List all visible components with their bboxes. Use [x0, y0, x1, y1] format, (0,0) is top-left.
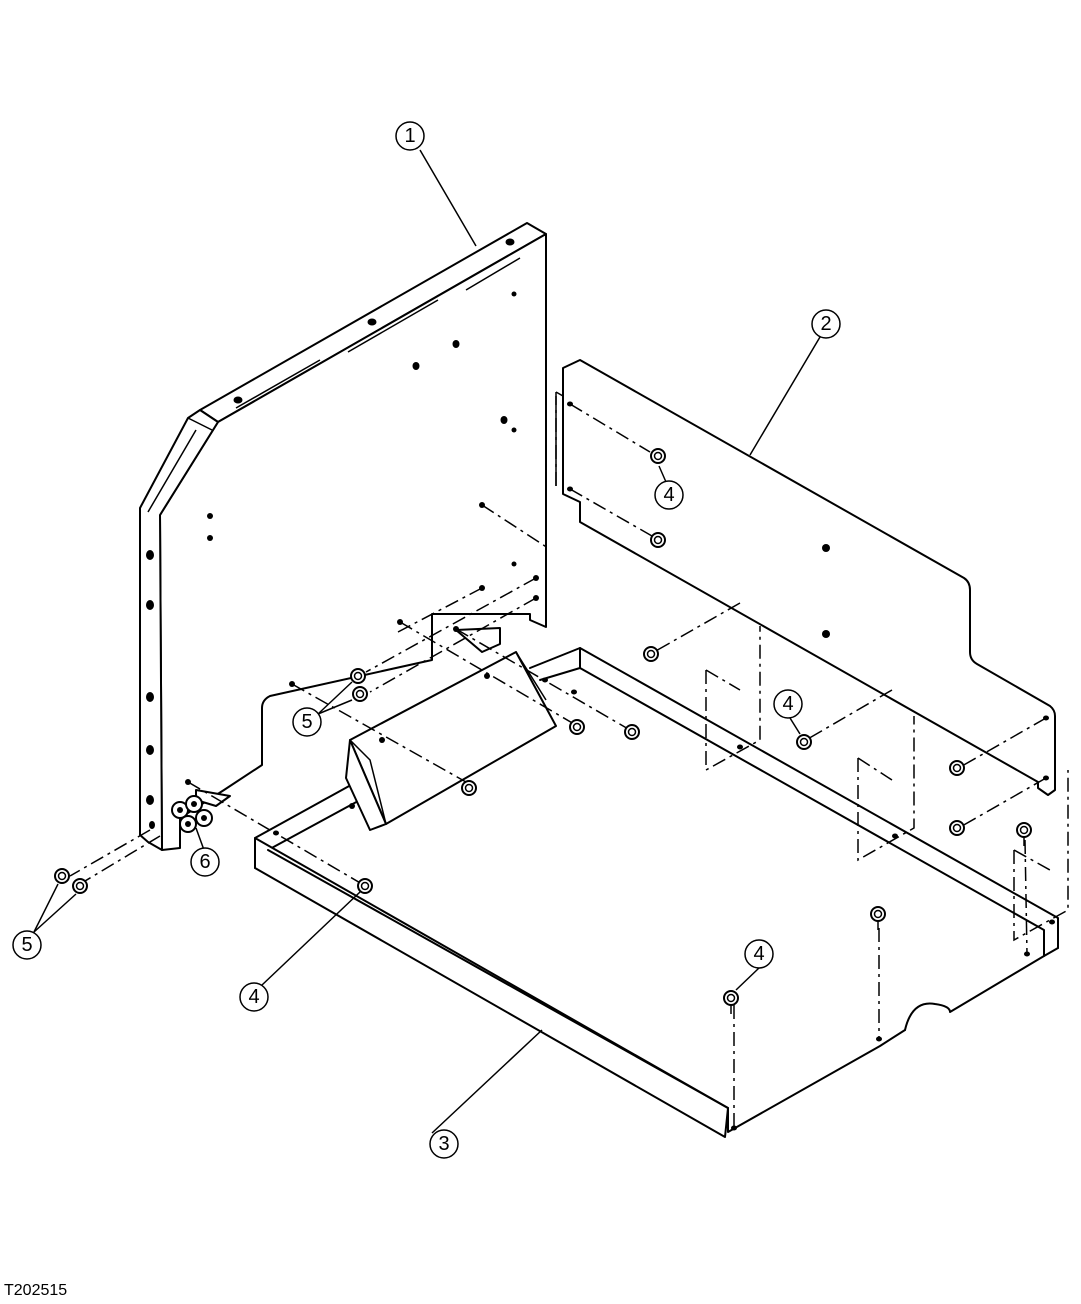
bolts [54, 448, 1032, 1014]
callout-5-lower: 5 [12, 930, 42, 960]
bolt-4-panel2-right-lower [949, 820, 965, 836]
bolt-4-bracket-left [569, 719, 585, 735]
callout-4-middle-label: 4 [782, 693, 793, 715]
bolt-4-panel2-mid [643, 646, 659, 662]
callout-4-lower-right-label: 4 [753, 943, 764, 965]
bolt-4-tray-right [1016, 822, 1032, 846]
callout-5-lower-label: 5 [21, 934, 32, 956]
assembly-lines [69, 396, 1069, 1128]
callout-2: 2 [811, 309, 841, 339]
callout-3: 3 [429, 1129, 459, 1159]
bolt-4-panel2-upper [650, 448, 666, 464]
bolt-4-tray-bottom [723, 990, 739, 1014]
left-panel-part-1 [139, 222, 547, 851]
callout-4-lower-left: 4 [239, 982, 269, 1012]
callout-4-upper: 4 [654, 480, 684, 510]
figure-id: T202515 [4, 1282, 68, 1299]
bolt-4-panel2-right-upper [949, 760, 965, 776]
callout-1-label: 1 [404, 125, 415, 147]
callout-3-label: 3 [438, 1133, 449, 1155]
callout-4-lower-left-label: 4 [248, 986, 259, 1008]
bolt-5-upper-a [350, 668, 366, 684]
callout-6: 6 [190, 847, 220, 877]
callout-5-upper: 5 [292, 707, 322, 737]
bolt-4-panel2-center [796, 734, 812, 750]
callout-6-label: 6 [199, 851, 210, 873]
washer-stack-part-6 [171, 795, 213, 833]
bottom-tray-part-3 [254, 647, 1059, 1138]
bolt-5-upper-b [352, 686, 368, 702]
bolt-5-lower-b [72, 878, 88, 894]
callout-1: 1 [395, 121, 425, 151]
center-bracket [195, 627, 557, 831]
bolt-4-bracket-right [624, 724, 640, 740]
callout-4-upper-label: 4 [663, 484, 674, 506]
callout-2-label: 2 [820, 313, 831, 335]
leader-lines [33, 149, 821, 1134]
callout-4-lower-right: 4 [744, 939, 774, 969]
callout-4-middle: 4 [773, 689, 803, 719]
callout-5-upper-label: 5 [301, 711, 312, 733]
bolt-5-lower-a [54, 868, 70, 884]
bolt-4-bracket-front [461, 780, 477, 796]
bolt-4-tray-mid [870, 906, 886, 930]
bolt-4-tray-left [357, 878, 373, 894]
bolt-4-panel2-lower [650, 532, 666, 548]
